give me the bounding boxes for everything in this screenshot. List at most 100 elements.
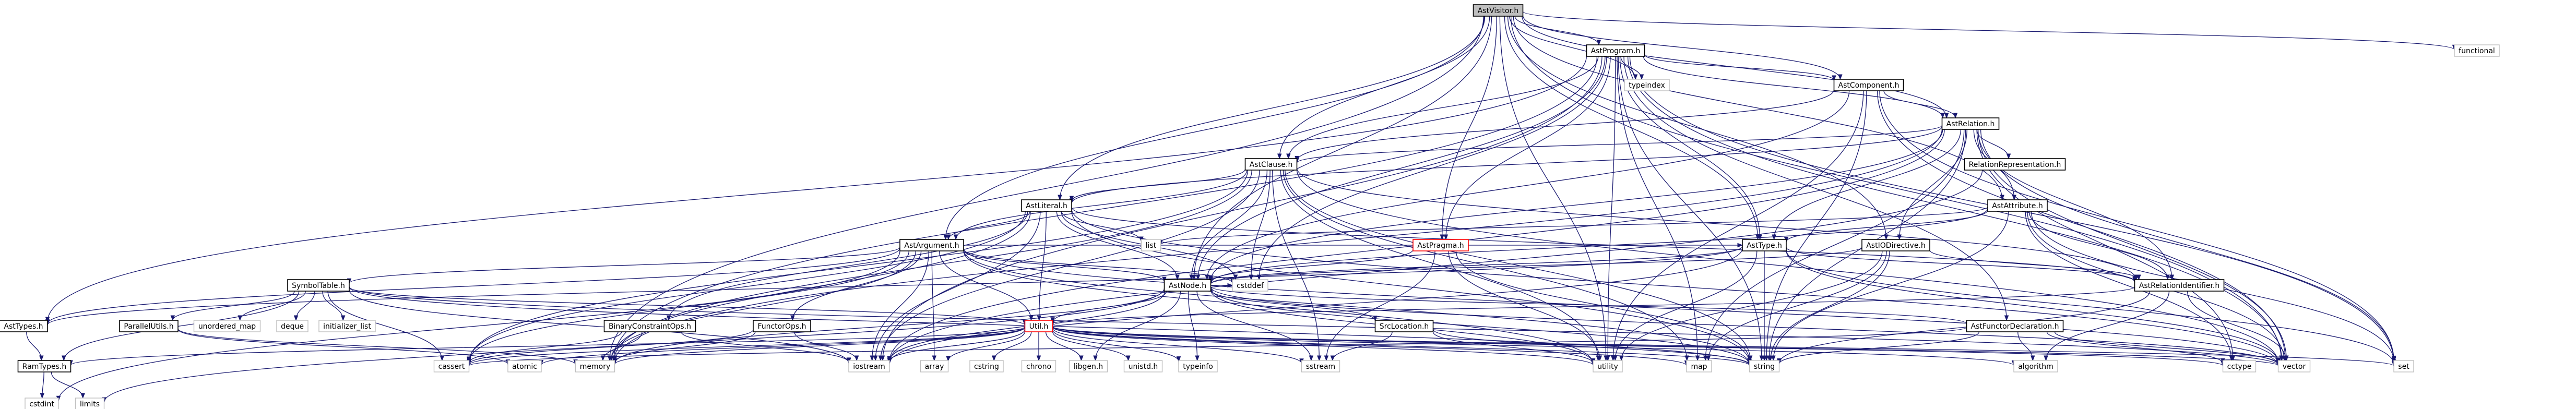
edge-AstIODirective-to-utility <box>1621 250 1883 361</box>
edge-AstArgument-to-iostream <box>872 250 929 361</box>
node-AstTypes[interactable]: AstTypes.h <box>0 320 48 332</box>
edge-AstVisitor-to-AstNode <box>1193 16 1492 280</box>
node-label: AstRelationIdentifier.h <box>2139 282 2219 290</box>
node-label: atomic <box>512 363 537 371</box>
node-label: map <box>1691 363 1707 371</box>
node-box <box>575 360 615 372</box>
node-box <box>753 320 811 332</box>
arrowhead-Util-to-array <box>946 356 951 362</box>
node-AstRelId[interactable]: AstRelationIdentifier.h <box>2134 279 2225 292</box>
node-label: AstProgram.h <box>1591 47 1641 55</box>
node-AstProgram[interactable]: AstProgram.h <box>1586 44 1645 57</box>
node-label: FunctorOps.h <box>757 322 806 331</box>
edge-AstLiteral-to-string <box>1071 211 1750 363</box>
node-limits: limits <box>75 398 105 409</box>
node-BinaryConstraintOps[interactable]: BinaryConstraintOps.h <box>603 320 696 332</box>
edge-AstClause-to-AstLiteral <box>1071 169 1246 201</box>
node-box <box>1123 360 1163 372</box>
edge-AstProgram-to-AstComponent <box>1644 54 1835 81</box>
edge-AstComponent-to-AstClause <box>1296 89 1835 161</box>
node-list: list <box>1141 239 1161 251</box>
node-Util[interactable]: Util.h <box>1024 320 1053 332</box>
edge-Util-to-atomic <box>541 327 1026 366</box>
arrowhead-AstProgram-to-AstComponent <box>1832 75 1836 81</box>
node-SymbolTable[interactable]: SymbolTable.h <box>287 279 350 292</box>
node-label: AstArgument.h <box>904 242 959 250</box>
node-FunctorOps[interactable]: FunctorOps.h <box>753 320 811 332</box>
node-AstRelation[interactable]: AstRelation.h <box>1941 117 2000 130</box>
edge-AstComponent-to-set <box>1879 90 2394 362</box>
edge-AstVisitor-to-vector <box>1510 16 2282 361</box>
node-label: memory <box>580 363 611 371</box>
edge-Util-to-algorithm <box>1052 326 2014 366</box>
arrowhead-AstProgram-to-AstClause <box>1286 153 1291 160</box>
node-AstClause[interactable]: AstClause.h <box>1244 158 1298 171</box>
node-vector: vector <box>2277 360 2311 372</box>
node-box <box>433 360 470 372</box>
node-box <box>1964 158 2066 171</box>
node-AstLiteral[interactable]: AstLiteral.h <box>1021 199 1072 212</box>
arrowhead-AstRelId-to-algorithm <box>2044 355 2048 362</box>
node-unordered_map: unordered_map <box>193 320 261 332</box>
node-box <box>1473 4 1524 17</box>
node-box <box>899 239 964 251</box>
arrowhead-AstRelation-to-RelRep <box>2006 153 2011 160</box>
edge-AstFunctorDecl-to-algorithm <box>2017 331 2033 361</box>
edge-AstComponent-to-string <box>1766 90 1867 361</box>
arrowhead-AstArgument-to-AstType <box>1737 243 1743 248</box>
node-AstIODirective[interactable]: AstIODirective.h <box>1861 239 1930 251</box>
node-label: initializer_list <box>323 322 371 331</box>
node-box <box>1024 320 1053 332</box>
edge-AstIODirective-to-AstNode <box>1210 247 1862 285</box>
node-AstArgument[interactable]: AstArgument.h <box>899 239 964 251</box>
edge-Util-to-iostream <box>889 329 1026 362</box>
edge-AstProgram-to-AstClause <box>1288 56 1599 159</box>
node-ParallelUtils[interactable]: ParallelUtils.h <box>119 320 179 332</box>
node-AstVisitor[interactable]: AstVisitor.h <box>1473 4 1524 17</box>
node-AstFunctorDecl[interactable]: AstFunctorDeclaration.h <box>1966 320 2064 332</box>
edge-AstLiteral-to-list <box>1061 211 1142 242</box>
arrowhead-SrcLocation-to-sstream <box>1330 355 1335 362</box>
node-RamTypes[interactable]: RamTypes.h <box>17 360 72 372</box>
node-box <box>969 360 1004 372</box>
edge-BinaryConstraintOps-to-cassert <box>468 331 622 363</box>
edge-AstClause-to-AstNode <box>1191 170 1268 280</box>
node-RelRep[interactable]: RelationRepresentation.h <box>1964 158 2066 171</box>
node-AstPragma[interactable]: AstPragma.h <box>1412 239 1469 251</box>
edge-AstAttribute-to-AstNode <box>1210 208 1988 283</box>
edge-Util-to-cstring <box>993 331 1032 361</box>
edge-AstAttribute-to-list <box>1160 207 1988 245</box>
edge-AstProgram-to-iostream <box>882 56 1602 361</box>
edge-Util-to-map <box>1052 327 1687 366</box>
node-label: deque <box>281 322 304 331</box>
node-AstNode[interactable]: AstNode.h <box>1164 279 1212 292</box>
node-AstAttribute[interactable]: AstAttribute.h <box>1987 199 2048 212</box>
node-label: RelationRepresentation.h <box>1969 161 2061 169</box>
node-AstComponent[interactable]: AstComponent.h <box>1833 79 1904 91</box>
edge-AstNode-to-libgen <box>1095 291 1181 361</box>
edge-AstClause-to-iostream <box>880 170 1260 361</box>
edge-SymbolTable-to-RamTypes <box>63 291 300 361</box>
node-SrcLocation[interactable]: SrcLocation.h <box>1374 320 1434 332</box>
node-box <box>1686 360 1712 372</box>
node-box <box>2013 360 2058 372</box>
arrowhead-AstRelation-to-AstIODirective <box>1897 234 1902 240</box>
node-label: cstddef <box>1237 282 1264 290</box>
node-box <box>2277 360 2311 372</box>
node-initializer_list: initializer_list <box>318 320 376 332</box>
edge-AstFunctorDecl-to-cctype <box>2046 331 2224 364</box>
edge-AstRelation-to-AstIODirective <box>1899 129 1967 240</box>
node-label: vector <box>2283 363 2306 371</box>
arrowhead-Util-to-unistd <box>1126 355 1131 362</box>
node-AstType[interactable]: AstType.h <box>1742 239 1787 251</box>
edge-Util-to-vector <box>1052 326 2279 366</box>
arrowhead-SymbolTable-to-cassert <box>440 355 445 362</box>
edge-AstClause-to-AstRelId <box>1296 167 2137 280</box>
node-label: utility <box>1597 363 1618 371</box>
node-memory: memory <box>575 360 615 372</box>
node-box <box>1301 360 1340 372</box>
edge-AstAttribute-to-AstRelId <box>2028 211 2168 280</box>
edge-AstArgument-to-array <box>931 250 935 361</box>
edge-AstRelId-to-vector <box>2187 291 2287 361</box>
node-label: AstTypes.h <box>4 322 43 331</box>
